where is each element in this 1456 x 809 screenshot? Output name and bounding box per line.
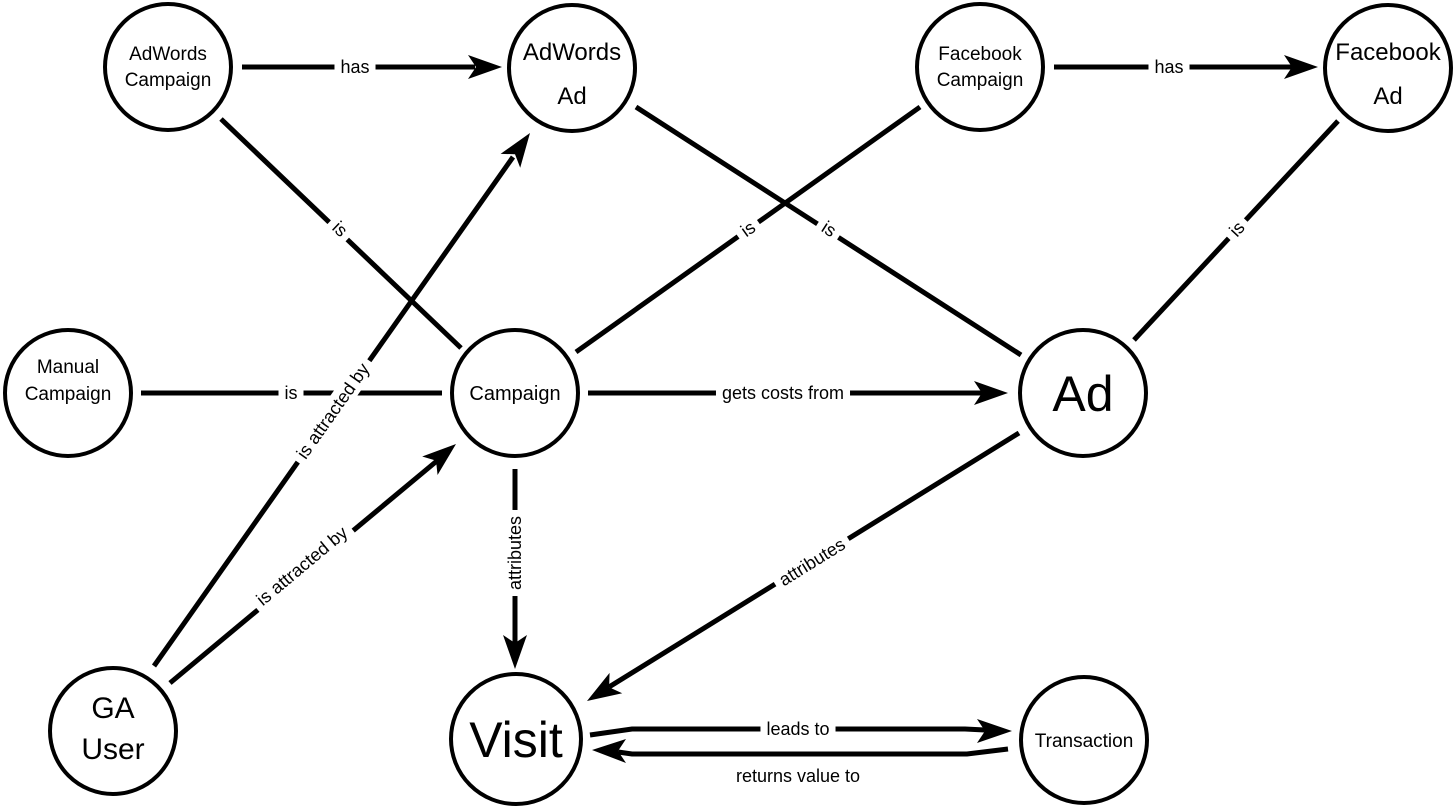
edge-label-attributes: attributes [505,516,525,590]
node-ga-user[interactable]: GA User [48,666,178,796]
edge-label-is-attracted-by: is attracted by [253,522,352,609]
node-label-line: Campaign [469,383,560,405]
node-label-line: GA [91,692,134,725]
edge-visit-leads-to-transaction: leads to [589,719,1012,743]
edge-label-has: has [1154,57,1183,77]
node-label-line: Campaign [937,70,1024,91]
edge-facebook-ad-is-ad: is [1132,119,1340,342]
edges-layer: has has is is [141,55,1340,786]
edge-label-attributes: attributes [775,534,848,590]
edge-manual-campaign-is-campaign: is [141,382,442,404]
node-label-line: AdWords [523,39,621,66]
edge-adwords-campaign-is-campaign: is [219,117,463,350]
edge-label-has: has [340,57,369,77]
edge-facebook-campaign-has-facebook-ad: has [1054,55,1318,79]
node-label-line: Transaction [1035,731,1134,752]
edge-label-is-attracted-by: is attracted by [293,359,374,462]
node-label-line: AdWords [129,44,207,65]
edge-ad-attributes-visit: attributes [587,430,1021,701]
edge-adwords-campaign-has-adwords-ad: has [242,55,502,79]
edge-ga-user-attracted-by-campaign: is attracted by [168,444,456,685]
node-adwords-ad[interactable]: AdWords Ad [507,3,637,133]
edge-label-gets-costs-from: gets costs from [722,383,844,403]
node-label-line: Manual [37,357,99,378]
node-transaction[interactable]: Transaction [1019,675,1149,805]
node-label-line: Facebook [1335,39,1441,66]
arrowhead-icon [422,444,456,475]
edge-transaction-returns-value-to-visit: returns value to [592,739,1009,786]
edge-label-leads-to: leads to [766,719,829,739]
edge-adwords-ad-is-ad: is [634,104,1023,358]
node-label-line: Visit [469,712,563,768]
edge-label-returns-value-to: returns value to [736,766,860,786]
node-facebook-campaign[interactable]: Facebook Campaign [915,2,1045,132]
edge-campaign-gets-costs-from-ad: gets costs from [588,381,1008,405]
arrowhead-icon [587,672,623,701]
arrowhead-icon [468,55,502,79]
arrowhead-icon [1284,55,1318,79]
arrowhead-icon [977,719,1012,743]
node-ad[interactable]: Ad [1018,328,1148,458]
node-campaign[interactable]: Campaign [450,328,580,458]
edge-campaign-attributes-visit: attributes [503,469,527,669]
node-label-line: Facebook [938,44,1022,65]
arrowhead-icon [500,133,530,168]
node-manual-campaign[interactable]: Manual Campaign [3,328,133,458]
nodes-layer: AdWords Campaign AdWords Ad Facebook Cam… [3,2,1453,806]
node-label-line: Campaign [25,384,112,405]
node-label-line: User [81,733,144,766]
edge-facebook-campaign-is-campaign: is [574,104,922,355]
node-label-line: Ad [1373,83,1402,110]
node-label-line: Ad [1052,366,1113,422]
node-facebook-ad[interactable]: Facebook Ad [1323,3,1453,133]
edge-label-is: is [285,383,298,403]
arrowhead-icon [503,635,527,669]
node-label-line: Ad [557,83,586,110]
node-adwords-campaign[interactable]: AdWords Campaign [103,2,233,132]
node-label-line: Campaign [125,70,212,91]
arrowhead-icon [592,739,626,763]
node-visit[interactable]: Visit [449,672,583,806]
arrowhead-icon [974,381,1008,405]
